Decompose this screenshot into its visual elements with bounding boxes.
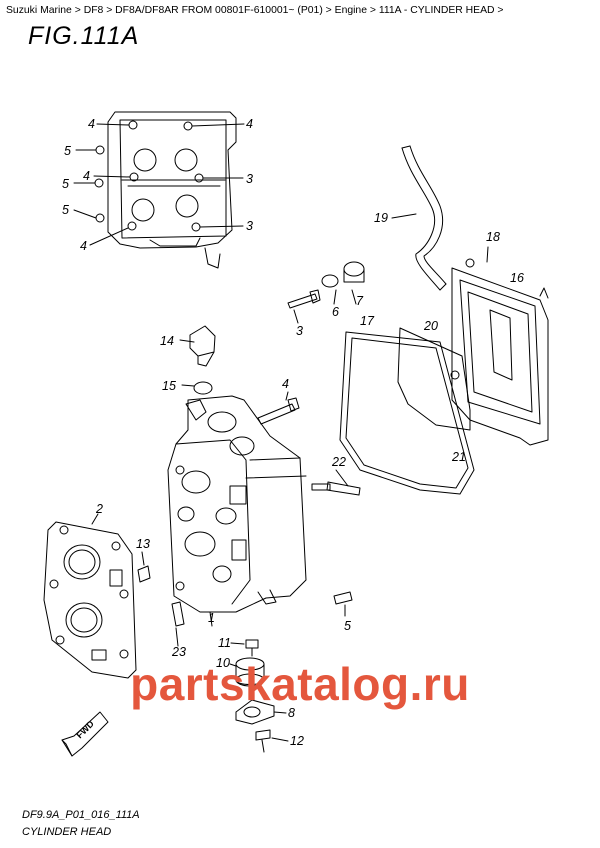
callout-10: 10 bbox=[216, 656, 230, 670]
callout-20: 20 bbox=[423, 319, 438, 333]
breadcrumb-item-current: 111A - CYLINDER HEAD bbox=[378, 5, 495, 16]
breadcrumb-separator: > bbox=[494, 5, 504, 16]
callout-18: 18 bbox=[486, 230, 500, 244]
callout-14: 15 bbox=[162, 379, 176, 393]
callout-7: 7 bbox=[356, 294, 364, 308]
dowel-pin-parts bbox=[137, 551, 185, 647]
callout-3: 3 bbox=[246, 172, 253, 186]
head-gasket-part bbox=[43, 513, 137, 679]
callout-3: 3 bbox=[296, 324, 303, 338]
breadcrumb-item-suzuki-marine[interactable]: Suzuki Marine bbox=[6, 5, 72, 16]
callout-4: 4 bbox=[246, 117, 253, 131]
callout-5: 5 bbox=[64, 144, 71, 158]
callout-4: 4 bbox=[88, 117, 95, 131]
filler-cap-part bbox=[321, 261, 365, 305]
fitting-part bbox=[179, 325, 216, 395]
callout-12: 12 bbox=[290, 734, 304, 748]
callout-17: 17 bbox=[360, 314, 375, 328]
callout-21: 21 bbox=[451, 450, 466, 464]
callout-5: 5 bbox=[344, 619, 351, 633]
breadcrumb-item-model[interactable]: DF8A/DF8AR FROM 00801F-610001~ (P01) bbox=[115, 5, 323, 16]
cover-gasket-part bbox=[339, 331, 475, 495]
cylinder-head-top-view-inset bbox=[94, 111, 237, 269]
drawing-caption: CYLINDER HEAD bbox=[22, 826, 112, 838]
callout-13: 14 bbox=[160, 334, 174, 348]
callout-6: 6 bbox=[332, 305, 339, 319]
callout-22: 22 bbox=[331, 455, 346, 469]
cylinder-head-part bbox=[167, 395, 307, 627]
breadcrumb-separator: > bbox=[103, 5, 116, 16]
callout-5: 5 bbox=[62, 177, 69, 191]
callout-3: 3 bbox=[246, 219, 253, 233]
figure-title: FIG.111A bbox=[28, 22, 140, 50]
inset-leader-lines bbox=[73, 123, 245, 246]
breadcrumb-separator: > bbox=[367, 5, 379, 16]
callout-4: 4 bbox=[80, 239, 87, 253]
breadcrumb-item-engine[interactable]: Engine bbox=[334, 5, 367, 16]
breather-hose-part bbox=[391, 145, 447, 291]
breadcrumb-item-df8[interactable]: DF8 bbox=[83, 5, 104, 16]
callout-11: 11 bbox=[218, 636, 231, 650]
callout-1: 1 bbox=[208, 611, 215, 625]
callout-16: 16 bbox=[510, 271, 524, 285]
fwd-arrow-icon bbox=[61, 711, 109, 757]
callout-labels: 4 4 5 4 3 5 5 3 4 19 18 16 6 7 17 20 3 1… bbox=[62, 117, 524, 748]
breadcrumb: Suzuki Marine > DF8 > DF8A/DF8AR FROM 00… bbox=[6, 5, 504, 16]
callout-15: 13 bbox=[136, 537, 150, 551]
thermostat-parts bbox=[229, 639, 289, 753]
callout-23: 23 bbox=[171, 645, 186, 659]
cylinder-head-cover-part bbox=[451, 246, 549, 446]
callout-8: 8 bbox=[288, 706, 295, 720]
bolt-parts bbox=[257, 289, 361, 617]
callout-2: 2 bbox=[95, 502, 103, 516]
callout-5: 5 bbox=[62, 203, 69, 217]
baffle-plate-part bbox=[397, 327, 471, 431]
breadcrumb-separator: > bbox=[322, 5, 335, 16]
watermark: partskatalog.ru bbox=[130, 658, 470, 710]
callout-19: 19 bbox=[374, 211, 388, 225]
drawing-code: DF9.9A_P01_016_111A bbox=[22, 809, 140, 821]
breadcrumb-separator: > bbox=[71, 5, 84, 16]
callout-4: 4 bbox=[282, 377, 289, 391]
callout-4: 4 bbox=[83, 169, 90, 183]
